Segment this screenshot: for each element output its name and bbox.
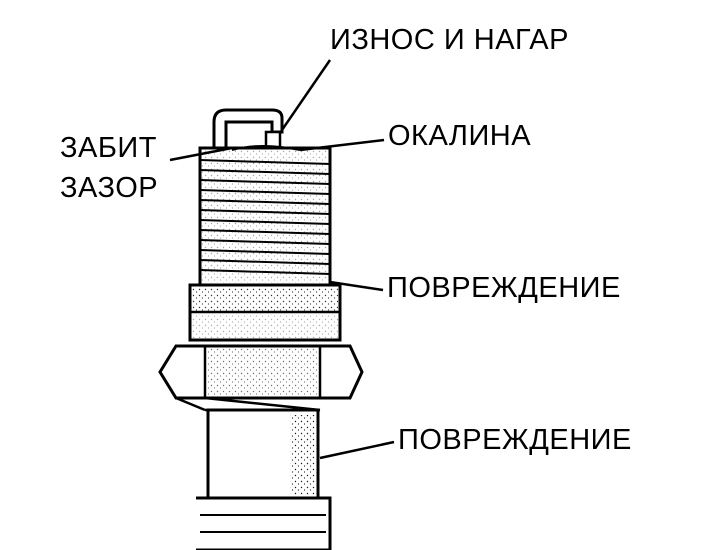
thread-section: [198, 145, 332, 287]
hex-nut: [158, 344, 364, 412]
label-clogged-gap-line1: ЗАБИТ: [60, 132, 157, 164]
label-clogged-gap-line2: ЗАЗОР: [60, 172, 159, 204]
leader-gap: [169, 146, 233, 162]
insulator-body: [196, 408, 332, 550]
leader-damage-lower: [319, 440, 395, 460]
label-damage-lower: ПОВРЕЖДЕНИЕ: [398, 424, 632, 456]
leader-damage-upper: [329, 280, 384, 292]
label-damage-upper: ПОВРЕЖДЕНИЕ: [387, 272, 621, 304]
label-scale: ОКАЛИНА: [388, 120, 532, 152]
label-wear-and-carbon: ИЗНОС И НАГАР: [330, 24, 569, 56]
leader-lines: [169, 59, 395, 460]
gasket-ring: [188, 283, 342, 342]
leader-wear: [280, 59, 332, 131]
leader-scale: [299, 138, 385, 152]
